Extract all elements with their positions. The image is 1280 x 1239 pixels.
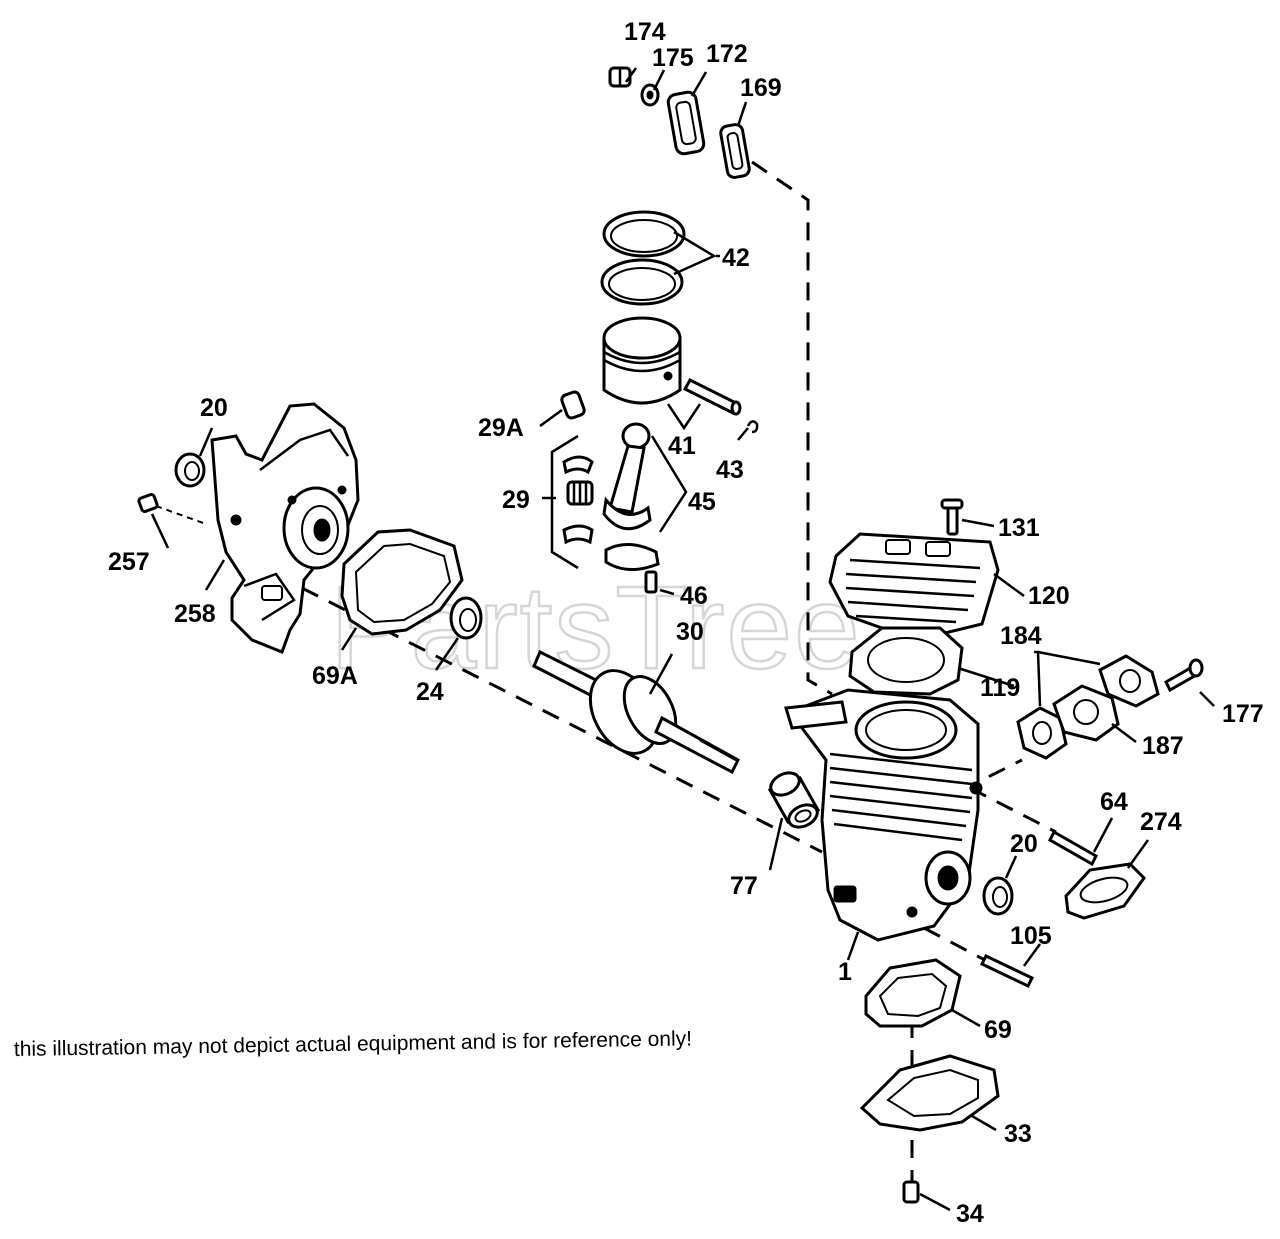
label-42: 42 bbox=[722, 244, 750, 272]
part-177-bolt[interactable] bbox=[1164, 658, 1204, 693]
label-119: 119 bbox=[980, 674, 1020, 702]
label-120: 120 bbox=[1028, 582, 1070, 610]
label-69A: 69A bbox=[312, 662, 358, 690]
label-46: 46 bbox=[680, 582, 708, 610]
part-42-piston-rings[interactable] bbox=[600, 210, 686, 306]
label-177: 177 bbox=[1222, 700, 1264, 728]
part-45-connecting-rod[interactable] bbox=[602, 422, 660, 571]
part-172-gasket[interactable] bbox=[666, 90, 706, 156]
label-77: 77 bbox=[730, 872, 758, 900]
part-257-bolt[interactable] bbox=[137, 493, 207, 525]
part-120-cylinder-head[interactable] bbox=[828, 532, 1000, 642]
label-20-left: 20 bbox=[200, 394, 228, 422]
part-20-oil-seal-right[interactable] bbox=[982, 876, 1014, 916]
leader-lines bbox=[150, 67, 1215, 1212]
label-20-right: 20 bbox=[1010, 830, 1038, 858]
part-30-crankshaft[interactable] bbox=[532, 649, 740, 775]
part-29-needle-bearing[interactable] bbox=[550, 434, 594, 570]
disclaimer-text: this illustration may not depict actual … bbox=[14, 1027, 692, 1061]
label-174: 174 bbox=[624, 18, 666, 46]
part-1-engine-block[interactable] bbox=[784, 688, 983, 942]
label-105: 105 bbox=[1010, 922, 1052, 950]
label-172: 172 bbox=[706, 40, 748, 68]
label-29A: 29A bbox=[478, 414, 524, 442]
label-29: 29 bbox=[502, 486, 530, 514]
label-175: 175 bbox=[652, 44, 694, 72]
label-41: 41 bbox=[668, 432, 696, 460]
part-number-labels: 174 175 172 169 42 20 29A 41 43 29 45 13… bbox=[108, 18, 1264, 1228]
label-187: 187 bbox=[1142, 732, 1184, 760]
part-184-gasket-left[interactable] bbox=[1016, 706, 1068, 760]
label-24: 24 bbox=[416, 678, 444, 706]
label-34: 34 bbox=[956, 1200, 984, 1228]
label-1: 1 bbox=[838, 958, 852, 986]
label-64: 64 bbox=[1100, 788, 1128, 816]
label-184: 184 bbox=[1000, 622, 1042, 650]
part-174-screw[interactable] bbox=[608, 66, 632, 88]
part-20-oil-seal-left[interactable] bbox=[174, 452, 206, 488]
label-33: 33 bbox=[1004, 1120, 1032, 1148]
part-64-stud[interactable] bbox=[1048, 829, 1098, 867]
part-184-gasket-right[interactable] bbox=[1098, 654, 1160, 708]
part-105-stud[interactable] bbox=[979, 954, 1035, 988]
part-169-gasket[interactable] bbox=[719, 123, 751, 179]
part-274-exhaust-gasket[interactable] bbox=[1064, 862, 1146, 920]
part-29A-bearing[interactable] bbox=[560, 390, 586, 420]
part-34-screw[interactable] bbox=[902, 1180, 920, 1204]
label-169: 169 bbox=[740, 74, 782, 102]
part-187-insulator[interactable] bbox=[1052, 684, 1120, 742]
part-41-piston[interactable] bbox=[602, 316, 682, 405]
part-131-head-bolt[interactable] bbox=[940, 498, 964, 536]
label-258: 258 bbox=[174, 600, 216, 628]
part-69A-crankcase-gasket[interactable] bbox=[340, 528, 464, 636]
part-41-piston-pin[interactable] bbox=[682, 378, 742, 416]
part-77-needle-bearing[interactable] bbox=[767, 769, 821, 832]
part-43-retaining-clip[interactable] bbox=[746, 420, 759, 434]
label-45: 45 bbox=[688, 488, 716, 516]
label-69: 69 bbox=[984, 1016, 1012, 1044]
part-119-head-gasket[interactable] bbox=[848, 626, 964, 696]
part-33-base-plate[interactable] bbox=[859, 1054, 1000, 1132]
part-24-ball-bearing[interactable] bbox=[449, 596, 483, 640]
label-30: 30 bbox=[676, 618, 704, 646]
label-274: 274 bbox=[1140, 808, 1182, 836]
label-257: 257 bbox=[108, 548, 150, 576]
part-46-rod-bolt[interactable] bbox=[644, 570, 658, 594]
part-69-base-gasket[interactable] bbox=[864, 958, 962, 1028]
part-258-crankcase-cover[interactable] bbox=[210, 402, 360, 654]
label-43: 43 bbox=[716, 456, 744, 484]
label-131: 131 bbox=[998, 514, 1040, 542]
